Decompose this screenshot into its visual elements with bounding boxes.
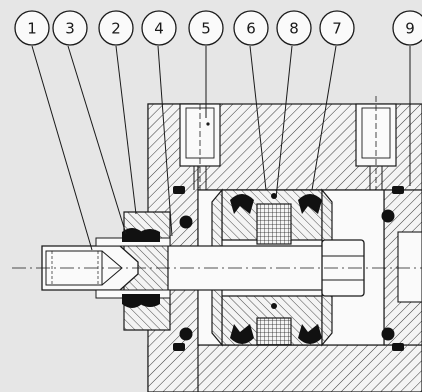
callout-1-label: 1 <box>27 20 37 38</box>
piston-seals <box>230 194 322 344</box>
callout-6-label: 6 <box>246 20 256 38</box>
callout-4: 4 <box>141 10 177 46</box>
callout-9: 9 <box>392 10 422 46</box>
leader-lines <box>31 45 411 251</box>
callout-6: 6 <box>233 10 269 46</box>
callout-2-label: 2 <box>111 20 121 38</box>
callout-9-label: 9 <box>405 20 415 38</box>
callout-8-label: 8 <box>289 20 299 38</box>
callout-3-label: 3 <box>65 20 75 38</box>
callout-1: 1 <box>14 10 50 46</box>
callout-7-label: 7 <box>332 20 342 38</box>
callout-5-label: 5 <box>201 20 211 38</box>
rod-seals <box>122 215 193 341</box>
callout-5: 5 <box>188 10 224 46</box>
end-cap-orings <box>173 186 404 351</box>
callout-2: 2 <box>98 10 134 46</box>
callout-3: 3 <box>52 10 88 46</box>
port-left <box>179 103 221 190</box>
callout-4-label: 4 <box>154 20 164 38</box>
callout-7: 7 <box>319 10 355 46</box>
port-right <box>355 96 397 190</box>
callout-8: 8 <box>276 10 312 46</box>
magnet-ring <box>256 193 292 346</box>
